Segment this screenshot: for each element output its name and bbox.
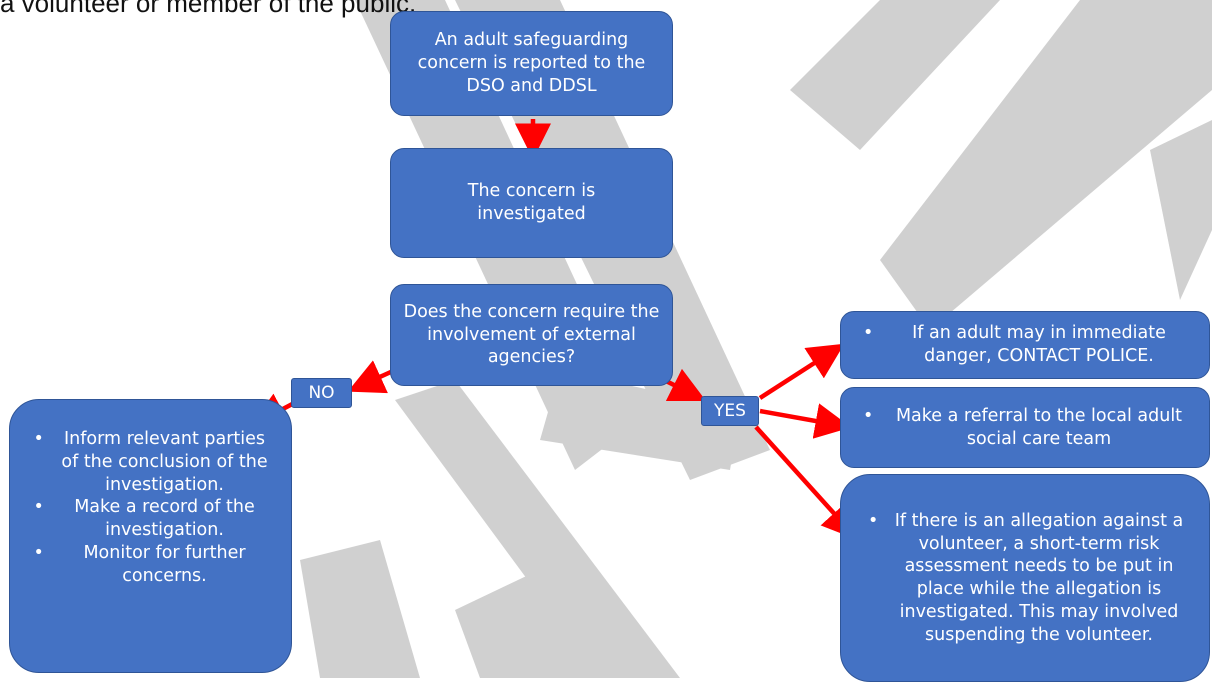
reported-text: An adult safeguarding concern is reporte… [417,30,646,96]
yes-action-police: If an adult may in immediate danger, CON… [855,322,1195,368]
no-action-item: Inform relevant parties of the conclusio… [26,428,276,496]
allegation-box: If there is an allegation against a volu… [840,474,1210,682]
question-text: Does the concern require the involvement… [403,301,660,368]
no-action-item: Monitor for further concerns. [26,542,276,588]
question-box: Does the concern require the involvement… [390,284,673,386]
investigated-box: The concern is investigated [390,148,673,258]
header-text: a volunteer or member of the public. [0,0,417,18]
no-label: NO [291,378,352,408]
yes-action-referral: Make a referral to the local adult socia… [855,405,1195,451]
investigated-text: The concern is investigated [467,181,596,224]
referral-box: Make a referral to the local adult socia… [840,387,1210,468]
yes-action-allegation: If there is an allegation against a volu… [860,510,1190,647]
no-action-item: Make a record of the investigation. [26,496,276,542]
no-actions-box: Inform relevant parties of the conclusio… [9,399,292,673]
reported-box: An adult safeguarding concern is reporte… [390,11,673,116]
no-actions-list: Inform relevant parties of the conclusio… [26,428,276,587]
police-box: If an adult may in immediate danger, CON… [840,311,1210,379]
yes-label: YES [701,396,759,426]
